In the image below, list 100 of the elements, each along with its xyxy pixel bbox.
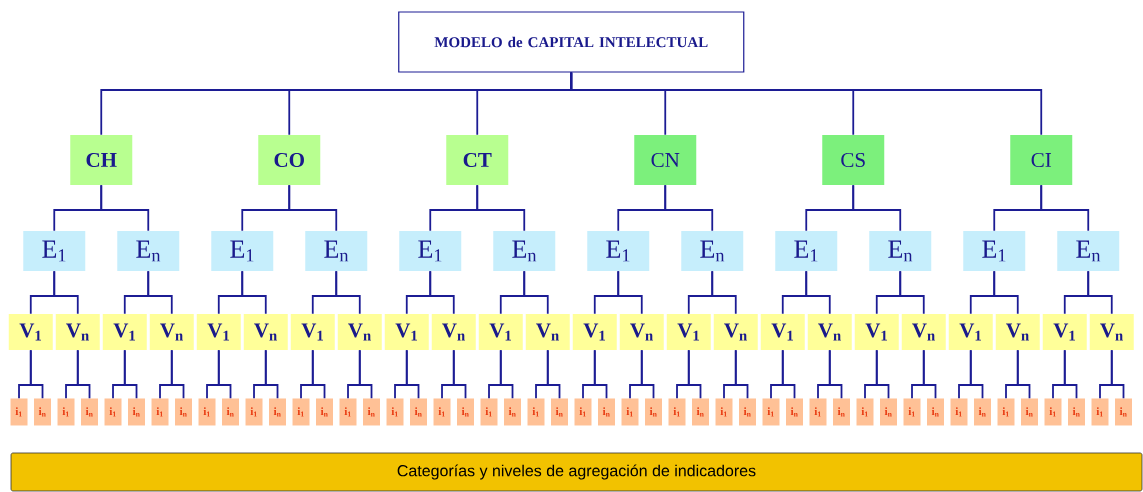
variable-box: V$_{n}$ [807,314,852,350]
element-box: E$_{1}$ [211,231,274,271]
connector-line [546,349,561,400]
indicator-box: i$_{n}$ [128,398,145,426]
indicator-box: i$_{n}$ [692,398,709,426]
connector-line [617,270,643,315]
category-box: CS [822,135,885,185]
indicator-box: i$_{n}$ [316,398,333,426]
variable-box: V$_{n}$ [431,314,476,350]
connector-line [100,184,150,232]
connector-line [264,349,279,400]
variable-box: V$_{1}$ [384,314,429,350]
connector-line [1110,349,1125,400]
indicator-box: i$_{n}$ [974,398,991,426]
connector-line [523,270,549,315]
element-box: E$_{n}$ [305,231,368,271]
indicator-box: i$_{1}$ [339,398,357,426]
connector-line [640,349,655,400]
connector-line [828,349,843,400]
variable-box: V$_{1}$ [854,314,899,350]
variable-box: V$_{1}$ [478,314,523,350]
connector-line [76,349,91,400]
connector-line [922,349,937,400]
connector-line [123,349,138,400]
element-box: E$_{n}$ [1057,231,1120,271]
indicator-box: i$_{1}$ [621,398,639,426]
indicator-box: i$_{n}$ [504,398,521,426]
indicator-box: i$_{n}$ [645,398,662,426]
variable-box: V$_{1}$ [102,314,147,350]
indicator-box: i$_{1}$ [10,398,28,426]
connector-line [1063,349,1078,400]
indicator-box: i$_{1}$ [574,398,592,426]
connector-line [1016,349,1031,400]
indicator-box: i$_{n}$ [786,398,803,426]
connector-line [358,349,373,400]
element-box: E$_{1}$ [587,231,650,271]
indicator-box: i$_{n}$ [880,398,897,426]
indicator-box: i$_{n}$ [410,398,427,426]
indicator-box: i$_{1}$ [668,398,686,426]
indicator-box: i$_{1}$ [715,398,733,426]
indicator-box: i$_{1}$ [1044,398,1062,426]
connector-line [499,349,514,400]
variable-box: V$_{n}$ [243,314,288,350]
element-box: E$_{1}$ [399,231,462,271]
element-box: E$_{1}$ [23,231,86,271]
element-box: E$_{1}$ [963,231,1026,271]
connector-line [734,349,749,400]
variable-box: V$_{n}$ [901,314,946,350]
variable-box: V$_{1}$ [196,314,241,350]
variable-box: V$_{n}$ [55,314,100,350]
connector-line [476,184,526,232]
connector-line [711,270,737,315]
variable-box: V$_{1}$ [666,314,711,350]
indicator-box: i$_{n}$ [1021,398,1038,426]
element-box: E$_{n}$ [869,231,932,271]
connector-line [147,270,173,315]
connector-line [899,270,925,315]
variable-box: V$_{n}$ [713,314,758,350]
connector-line [241,270,267,315]
connector-line [969,349,984,400]
connector-line [805,270,831,315]
indicator-box: i$_{n}$ [1068,398,1085,426]
connector-line [429,270,455,315]
indicator-box: i$_{n}$ [457,398,474,426]
indicator-box: i$_{1}$ [57,398,75,426]
variable-box: V$_{n}$ [619,314,664,350]
connector-line [687,349,702,400]
connector-line [1040,184,1090,232]
category-box: CI [1010,135,1073,185]
variable-box: V$_{n}$ [337,314,382,350]
indicator-box: i$_{1}$ [997,398,1015,426]
indicator-box: i$_{n}$ [175,398,192,426]
connector-line [53,270,79,315]
category-box: CO [258,135,321,185]
connector-line [288,184,338,232]
indicator-box: i$_{n}$ [551,398,568,426]
caption-band: Categorías y niveles de agregación de indicadores [10,452,1143,492]
category-box: CH [70,135,133,185]
variable-box: V$_{n}$ [525,314,570,350]
variable-box: V$_{n}$ [1089,314,1134,350]
indicator-box: i$_{1}$ [104,398,122,426]
category-box: CN [634,135,697,185]
indicator-box: i$_{1}$ [386,398,404,426]
element-box: E$_{n}$ [493,231,556,271]
variable-box: V$_{1}$ [948,314,993,350]
category-box: CT [446,135,509,185]
indicator-box: i$_{1}$ [950,398,968,426]
indicator-box: i$_{1}$ [856,398,874,426]
variable-box: V$_{1}$ [760,314,805,350]
connector-line [405,349,420,400]
indicator-box: i$_{1}$ [527,398,545,426]
connector-line [170,349,185,400]
connector-line [993,270,1019,315]
connector-line [852,184,902,232]
variable-box: V$_{n}$ [149,314,194,350]
indicator-box: i$_{n}$ [81,398,98,426]
indicator-box: i$_{n}$ [833,398,850,426]
indicator-box: i$_{1}$ [151,398,169,426]
connector-line [781,349,796,400]
indicator-box: i$_{1}$ [245,398,263,426]
